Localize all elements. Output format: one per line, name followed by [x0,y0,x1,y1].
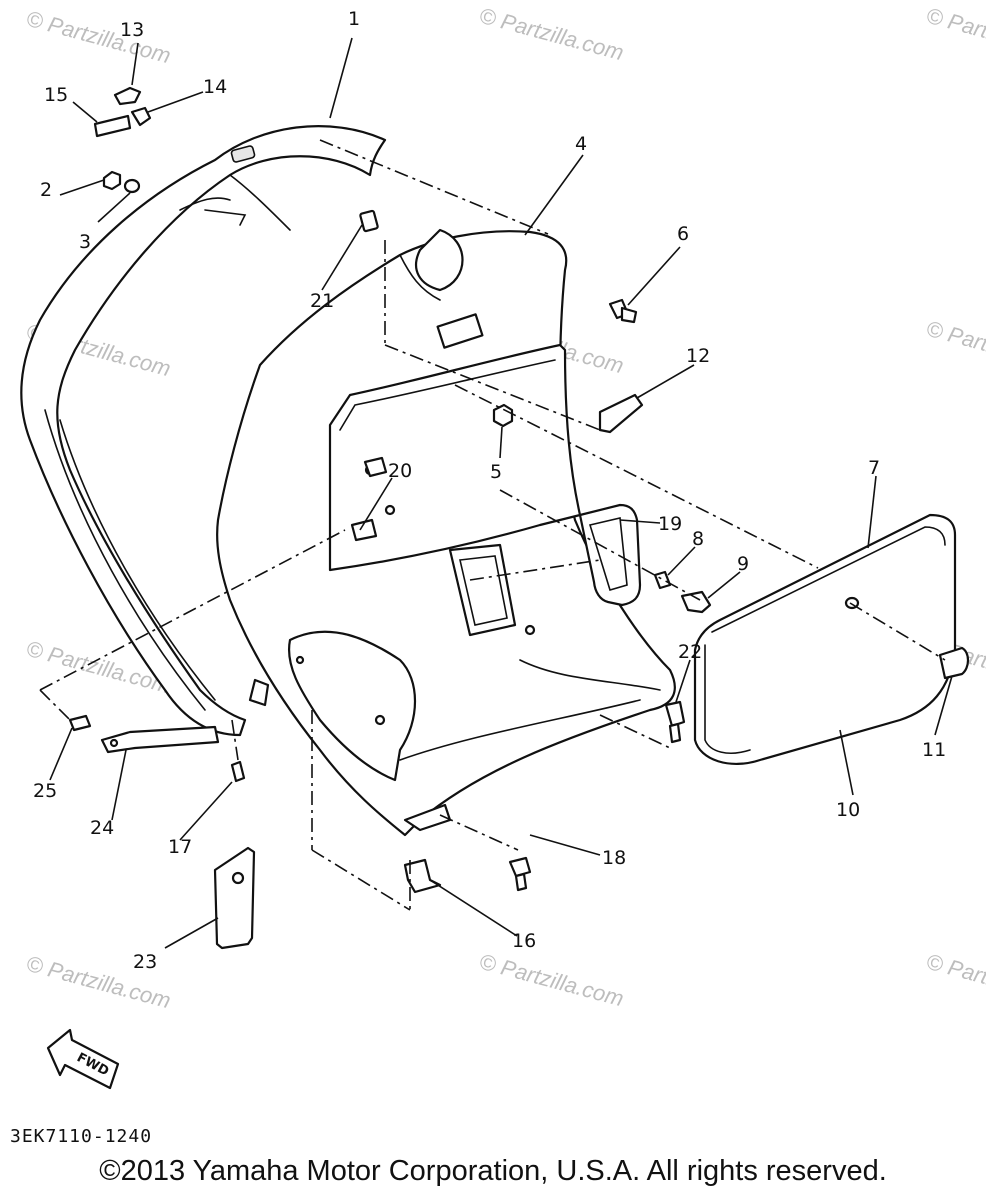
callout-13: 13 [120,19,144,41]
callout-12: 12 [686,345,710,367]
callout-2: 2 [40,179,52,201]
grommet-14 [130,106,152,127]
callout-10: 10 [836,799,860,821]
front-cover-part [20,125,387,737]
pocket-lid-part [578,503,642,607]
leg-shield-part [216,228,676,837]
callout-6: 6 [677,223,689,245]
washer-3 [123,178,141,194]
callout-14: 14 [203,76,227,98]
watermark: © Partzilla.com [924,949,986,1012]
callout-25: 25 [33,780,57,802]
callout-4: 4 [575,133,587,155]
cap-12 [598,393,644,434]
callout-9: 9 [737,553,749,575]
bolt-18 [508,856,532,878]
copyright-notice: ©2013 Yamaha Motor Corporation, U.S.A. A… [99,1155,887,1187]
callout-labels: 1 2 3 4 5 6 7 8 9 10 11 12 13 14 15 16 1… [33,8,946,973]
callout-24: 24 [90,817,114,839]
bracket-24 [100,725,220,754]
fwd-arrow-icon: FWD [46,1028,120,1090]
callout-22: 22 [678,641,702,663]
clip-13 [113,86,142,106]
glove-box-lid-part [693,513,957,765]
callout-17: 17 [168,836,192,858]
screw-9 [680,590,712,614]
callout-11: 11 [922,739,946,761]
callout-20: 20 [388,460,412,482]
callout-7: 7 [868,457,880,479]
callout-5: 5 [490,461,502,483]
callout-19: 19 [658,513,682,535]
hardware-parts [68,86,970,950]
callout-15: 15 [44,84,68,106]
callout-3: 3 [79,231,91,253]
watermark: © Partzilla.com [477,3,627,66]
bracket-16 [403,858,442,894]
nut-5 [492,403,514,428]
nut-8 [653,570,672,590]
bolt-11 [938,646,970,680]
callout-18: 18 [602,847,626,869]
diagram-code: 3EK7110-1240 [10,1126,153,1147]
bolt-22 [664,700,686,728]
watermark: © Partzilla.com [477,949,627,1012]
clip-20 [363,456,388,478]
callout-8: 8 [692,528,704,550]
screw-17 [230,760,246,783]
callout-23: 23 [133,951,157,973]
screw-25 [68,714,92,732]
callout-21: 21 [310,290,334,312]
nut-2 [102,170,122,191]
label-15 [93,114,132,138]
watermark: © Partzilla.com [924,316,986,379]
watermark: © Partzilla.com [24,6,174,69]
callout-16: 16 [512,930,536,952]
clip-21 [359,209,379,233]
callout-1: 1 [348,8,360,30]
leader-lines [39,37,953,949]
watermark: © Partzilla.com [924,3,986,66]
plate-23 [213,846,256,950]
